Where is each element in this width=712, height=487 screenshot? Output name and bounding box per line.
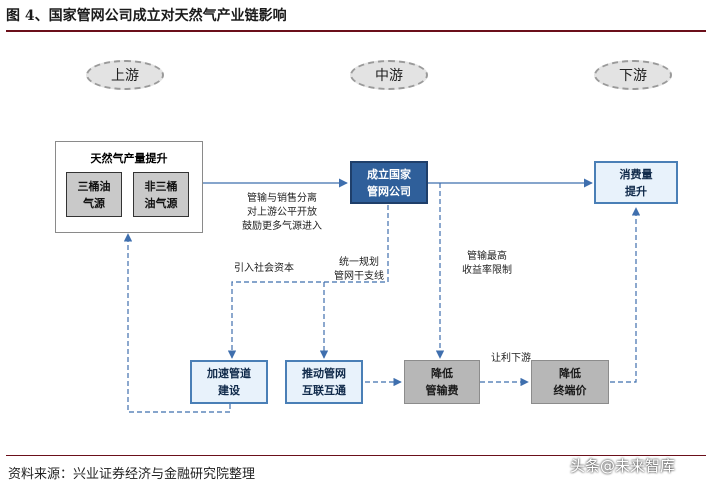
source-note: 资料来源：兴业证券经济与金融研究院整理 bbox=[8, 467, 256, 482]
node-lower-transport-fee: 降低 管输费 bbox=[404, 360, 480, 404]
node-three-barrel: 三桶油 气源 bbox=[66, 172, 122, 217]
label-unified-planning: 统一规划 管网干支线 bbox=[334, 257, 384, 282]
node-lower-end-price: 降低 终端价 bbox=[531, 360, 609, 404]
node-gas-production-label: 天然气产量提升 bbox=[90, 152, 168, 165]
watermark: 头条@未来智库 bbox=[570, 457, 676, 475]
stage-upstream: 上游 bbox=[86, 60, 164, 90]
arrow-pipeline-branch bbox=[227, 205, 389, 359]
stage-midstream: 中游 bbox=[350, 60, 428, 90]
node-pipeline-construction: 加速管道 建设 bbox=[190, 360, 268, 404]
node-interconnection: 推动管网 互联互通 bbox=[285, 360, 363, 404]
node-consumption: 消费量 提升 bbox=[594, 161, 678, 204]
arrow-construction-to-production bbox=[123, 233, 231, 413]
label-social-capital: 引入社会资本 bbox=[234, 263, 294, 274]
node-national-pipeline: 成立国家 管网公司 bbox=[350, 161, 428, 204]
stage-downstream: 下游 bbox=[594, 60, 672, 90]
footer-rule bbox=[6, 455, 706, 456]
figure-title: 图 4、国家管网公司成立对天然气产业链影响 bbox=[6, 8, 287, 24]
title-rule bbox=[6, 30, 706, 32]
label-return-limit: 管输最高 收益率限制 bbox=[462, 251, 512, 276]
label-separation: 管输与销售分离 对上游公平开放 鼓励更多气源进入 bbox=[242, 193, 322, 232]
node-non-three-barrel: 非三桶 油气源 bbox=[133, 172, 189, 217]
label-concession: 让利下游 bbox=[491, 353, 531, 364]
arrow-price-to-consumption bbox=[610, 207, 641, 383]
